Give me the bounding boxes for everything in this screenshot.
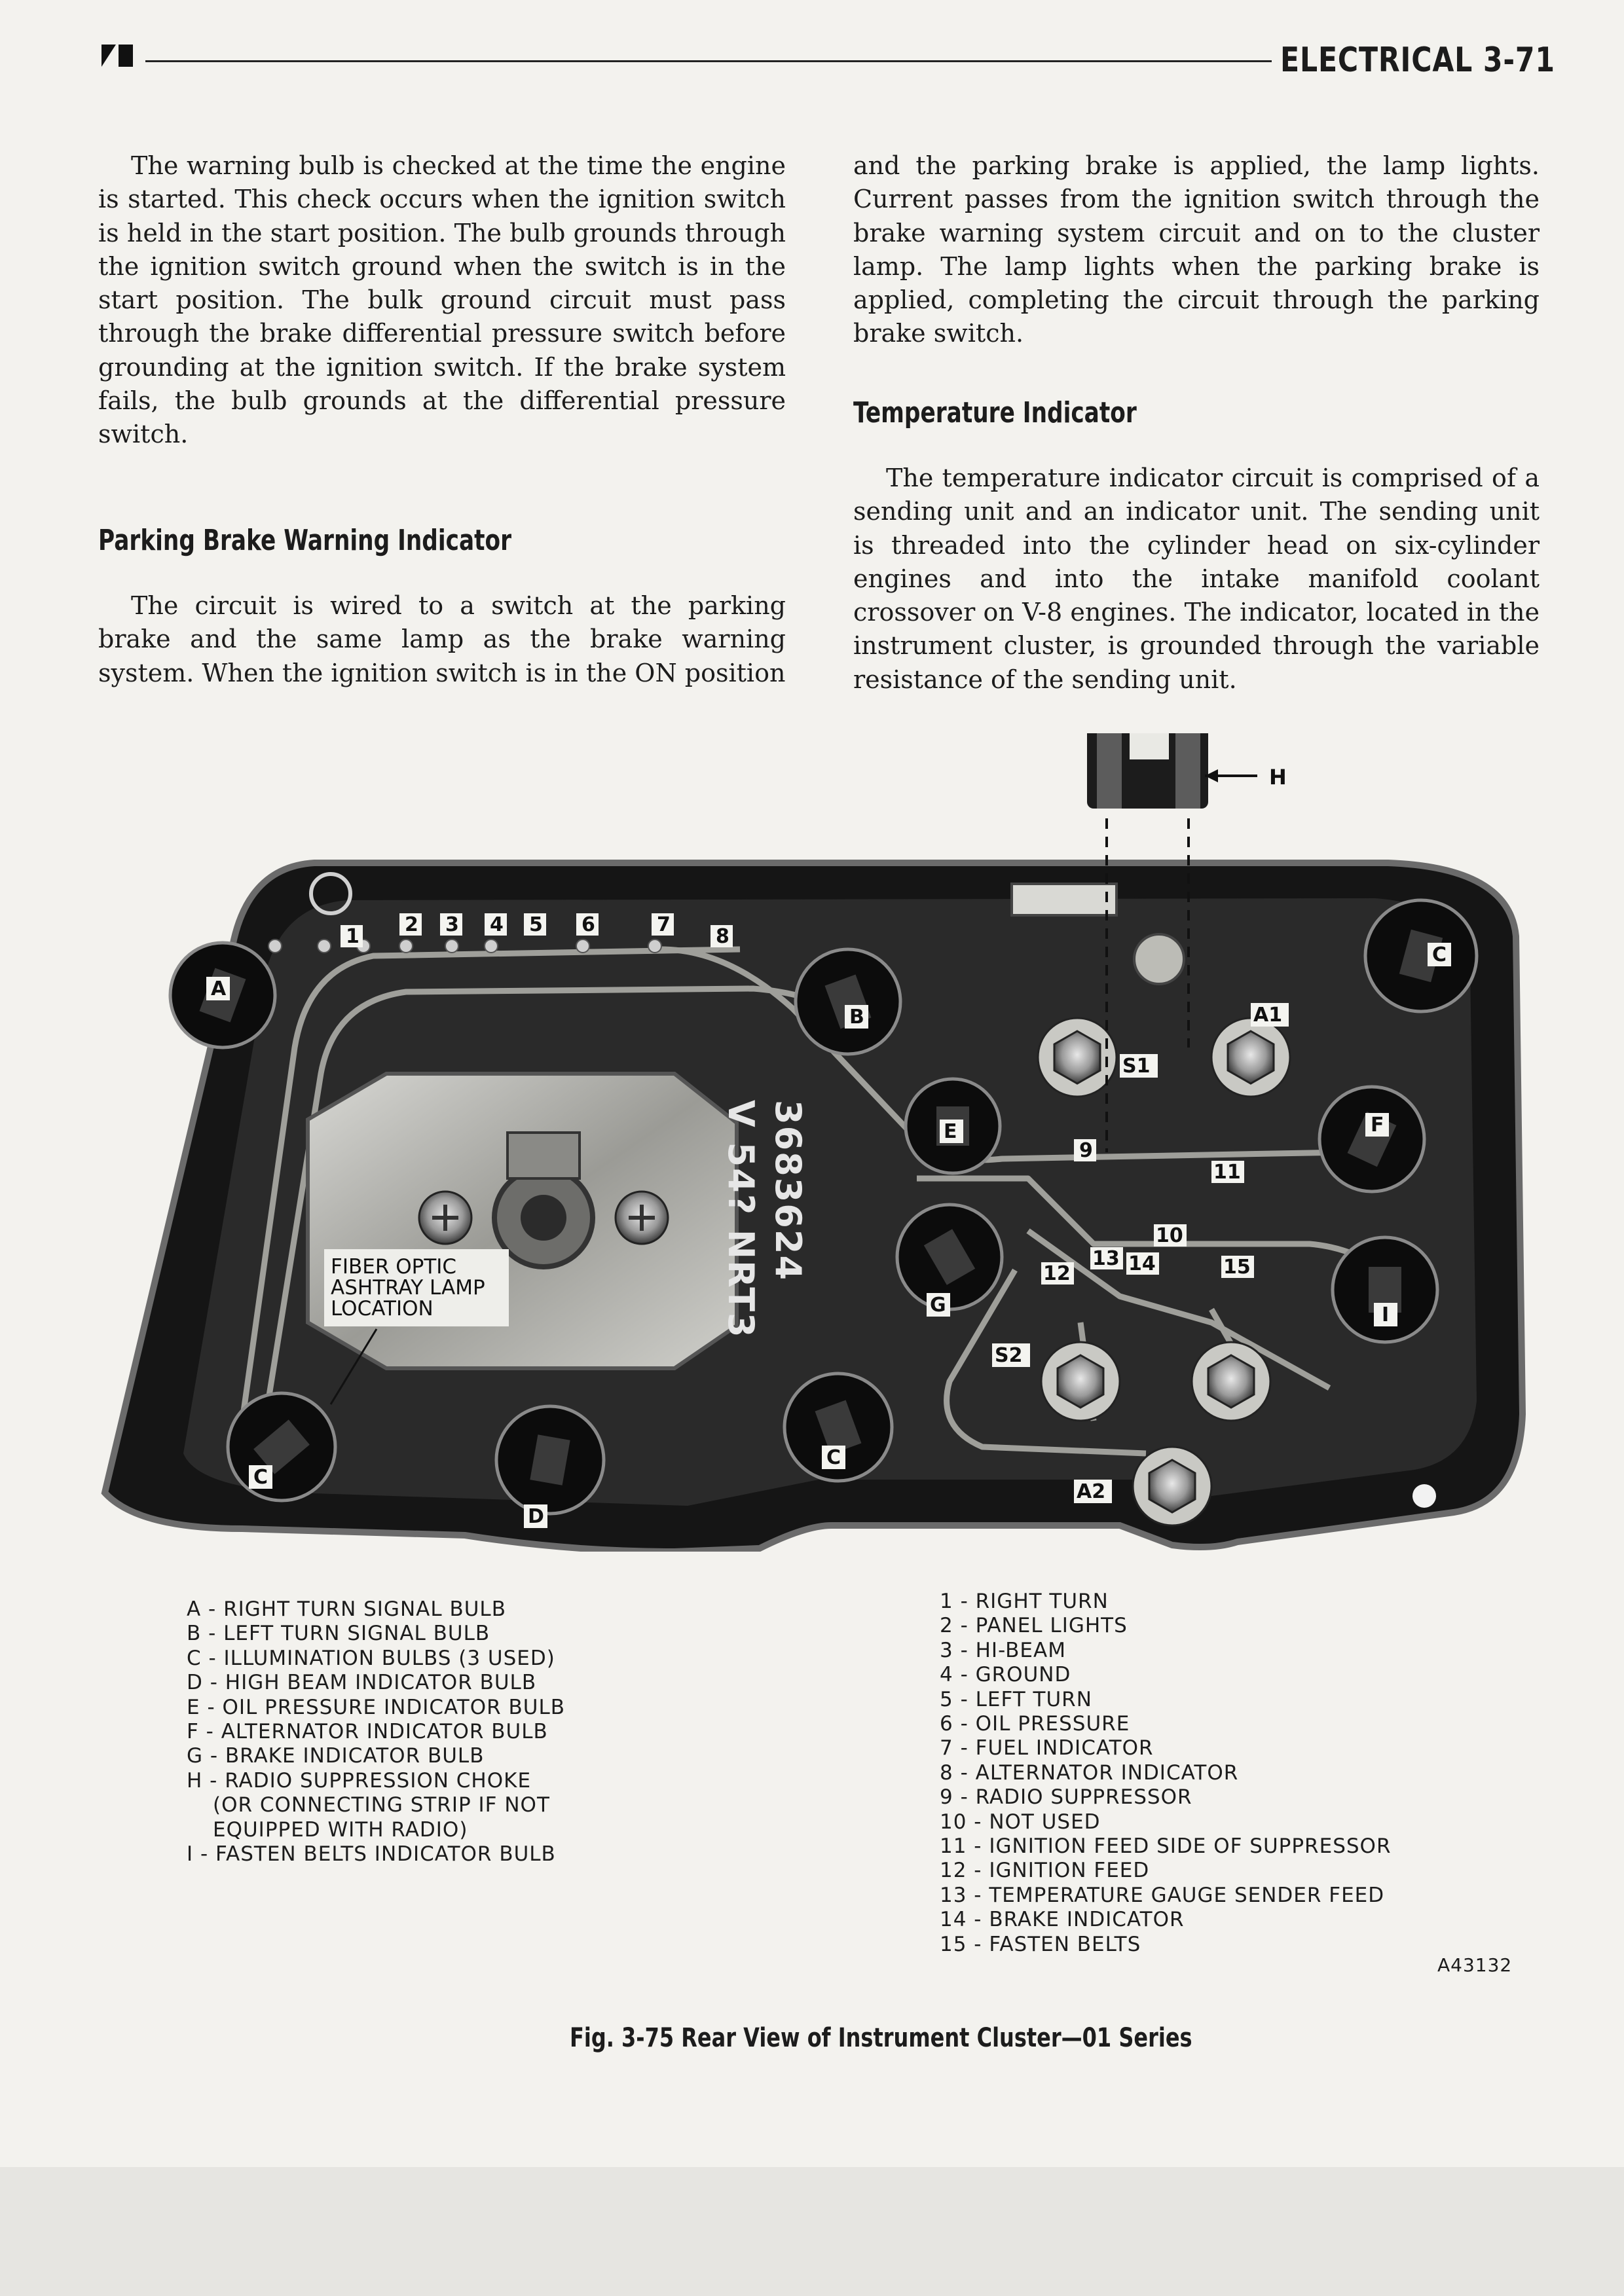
callout-4: 4: [490, 913, 504, 936]
right-paragraph-1: and the parking brake is applied, the la…: [853, 151, 1540, 348]
legend-1: 1 - RIGHT TURN: [940, 1590, 1109, 1613]
legend-f: F - ALTERNATOR INDICATOR BULB: [187, 1720, 548, 1744]
left-paragraph-2: The circuit is wired to a switch at the …: [98, 591, 786, 687]
callout-s1: S1: [1122, 1055, 1150, 1078]
callout-8: 8: [716, 925, 729, 948]
legend-10: 10 - NOT USED: [940, 1810, 1101, 1834]
legend-e: E - OIL PRESSURE INDICATOR BULB: [187, 1695, 566, 1719]
parking-brake-heading: Parking Brake Warning Indicator: [98, 524, 512, 557]
callout-9: 9: [1079, 1139, 1093, 1162]
fiber-optic-label-2: ASHTRAY LAMP: [331, 1276, 485, 1300]
callout-14: 14: [1128, 1252, 1156, 1275]
legend-12: 12 - IGNITION FEED: [940, 1859, 1150, 1883]
figure-caption: Fig. 3-75 Rear View of Instrument Cluste…: [570, 2023, 1192, 2053]
temperature-indicator-heading: Temperature Indicator: [853, 396, 1137, 429]
legend-g: G - BRAKE INDICATOR BULB: [187, 1744, 485, 1768]
callout-a2: A2: [1077, 1480, 1105, 1503]
right-paragraph-2: The temperature indicator circuit is com…: [853, 464, 1540, 694]
callout-d: D: [528, 1505, 544, 1528]
callout-c-left: C: [253, 1466, 268, 1489]
callout-b: B: [849, 1006, 864, 1029]
legend-11: 11 - IGNITION FEED SIDE OF SUPPRESSOR: [940, 1834, 1392, 1859]
legend-4: 4 - GROUND: [940, 1663, 1071, 1687]
page-bottom-shadow: [0, 2167, 1624, 2296]
legend-a: A - RIGHT TURN SIGNAL BULB: [187, 1597, 506, 1621]
callout-15: 15: [1223, 1256, 1251, 1279]
stamp-text: V 54? NRT3: [720, 1100, 762, 1339]
fiber-optic-label-3: LOCATION: [331, 1297, 434, 1321]
legend-h-sub-2: EQUIPPED WITH RADIO): [213, 1817, 468, 1842]
figure-id: A43132: [1437, 1954, 1513, 1976]
legend-h-sub-1: (OR CONNECTING STRIP IF NOT: [213, 1793, 550, 1817]
callout-7: 7: [657, 913, 671, 936]
legend-14: 14 - BRAKE INDICATOR: [940, 1908, 1185, 1932]
callout-2: 2: [405, 913, 418, 936]
legend-7: 7 - FUEL INDICATOR: [940, 1736, 1154, 1760]
callout-13: 13: [1092, 1247, 1120, 1270]
callout-i: I: [1382, 1303, 1389, 1326]
section-mark-icon: [101, 45, 139, 67]
left-paragraph-1: The warning bulb is checked at the time …: [98, 151, 786, 449]
legend-d: D - HIGH BEAM INDICATOR BULB: [187, 1671, 537, 1695]
legend-6: 6 - OIL PRESSURE: [940, 1712, 1130, 1736]
callout-f: F: [1371, 1114, 1384, 1137]
legend-b: B - LEFT TURN SIGNAL BULB: [187, 1622, 490, 1646]
legend-2: 2 - PANEL LIGHTS: [940, 1614, 1128, 1638]
callout-6: 6: [581, 913, 595, 936]
legend-9: 9 - RADIO SUPPRESSOR: [940, 1785, 1192, 1810]
page-header-title: ELECTRICAL 3-71: [1280, 41, 1555, 80]
instrument-cluster-figure: 3683624 V 54? NRT3: [98, 723, 1539, 1556]
legend-3: 3 - HI-BEAM: [940, 1638, 1066, 1662]
callout-a: A: [211, 977, 227, 1000]
callout-e: E: [944, 1120, 957, 1143]
part-number-text: 3683624: [767, 1100, 809, 1281]
callout-c-mid: C: [826, 1446, 841, 1469]
callout-a1: A1: [1253, 1004, 1282, 1027]
legend-13: 13 - TEMPERATURE GAUGE SENDER FEED: [940, 1883, 1385, 1907]
number-legend: 1 - RIGHT TURN 2 - PANEL LIGHTS 3 - HI-B…: [940, 1590, 1562, 1957]
legend-c: C - ILLUMINATION BULBS (3 USED): [187, 1646, 555, 1670]
callout-s2: S2: [995, 1344, 1022, 1367]
legend-8: 8 - ALTERNATOR INDICATOR: [940, 1760, 1239, 1785]
legend-i: I - FASTEN BELTS INDICATOR BULB: [187, 1842, 556, 1867]
callout-10: 10: [1156, 1224, 1183, 1247]
legend-h: H - RADIO SUPPRESSION CHOKE: [187, 1768, 532, 1793]
callout-11: 11: [1213, 1161, 1241, 1184]
legend-15: 15 - FASTEN BELTS: [940, 1932, 1141, 1956]
callout-h: H: [1269, 765, 1287, 790]
instrument-cluster-photo: 3683624 V 54? NRT3: [101, 723, 1526, 1556]
callout-3: 3: [445, 913, 459, 936]
callout-1: 1: [346, 925, 360, 948]
legend-5: 5 - LEFT TURN: [940, 1687, 1092, 1711]
callout-5: 5: [529, 913, 543, 936]
header-rule: [145, 60, 1272, 62]
radio-suppression-choke: [1087, 723, 1208, 809]
callout-12: 12: [1043, 1262, 1071, 1285]
letter-legend: A - RIGHT TURN SIGNAL BULB B - LEFT TURN…: [187, 1597, 776, 1867]
callout-g: G: [930, 1294, 946, 1317]
fiber-optic-label-1: FIBER OPTIC: [331, 1255, 456, 1279]
callout-c-top: C: [1432, 943, 1447, 966]
